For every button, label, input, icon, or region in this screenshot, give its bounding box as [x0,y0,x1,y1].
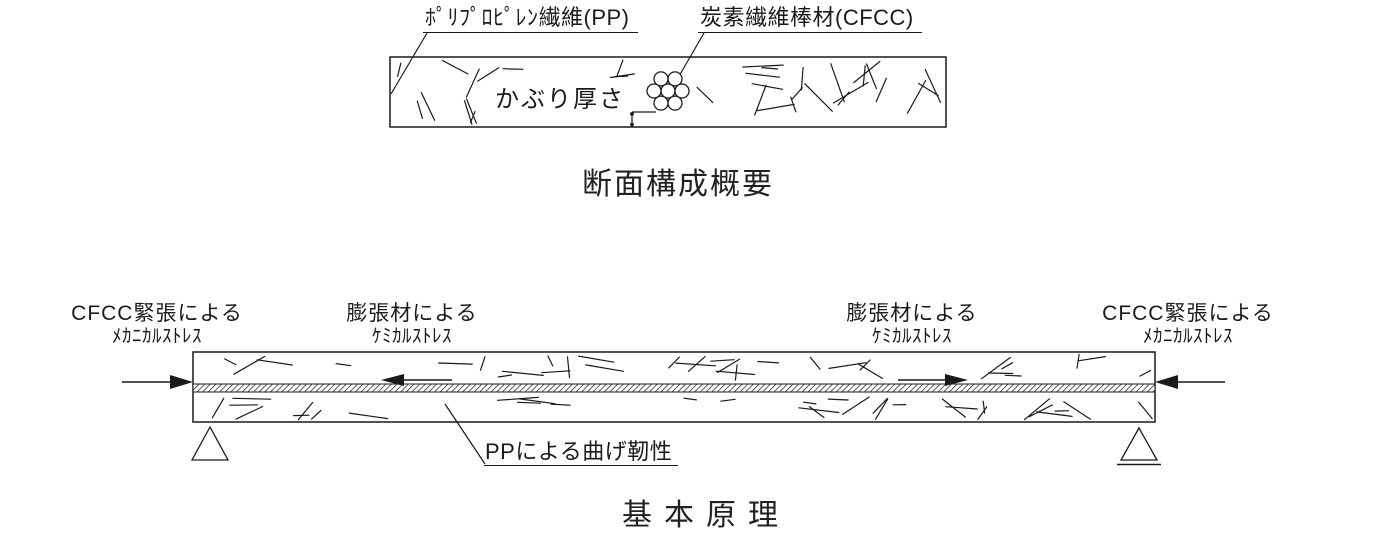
principle-figure-title: 基本原理 [622,499,790,532]
fiber-strokes-top [397,59,942,125]
cfcc-strand-circles [646,71,690,111]
stress-label-line1: CFCC緊張による [71,302,243,325]
stress-label-line1: 膨張材による [346,302,478,325]
fiber-strokes-bottom-upper [224,353,1152,381]
arrow-chemical-left [381,374,452,386]
support-pin-left [190,425,230,461]
fiber-strokes-bottom-lower [211,396,1153,421]
cfcc-rod-label: 炭素繊維棒材(CFCC) [698,4,922,33]
tendon-band [192,383,1156,393]
stress-label-expansion-left: 膨張材による ｹﾐｶﾙｽﾄﾚｽ [346,301,477,347]
pp-toughness-label: PPによる曲げ靭性 [484,438,679,466]
stress-label-cfcc-right: CFCC緊張による ﾒｶﾆｶﾙｽﾄﾚｽ [1102,301,1274,347]
arrow-mechanical-left [122,375,193,389]
support-roller-right [1117,426,1161,466]
stress-label-line2: ﾒｶﾆｶﾙｽﾄﾚｽ [1142,326,1234,347]
arrow-mechanical-right [1155,375,1225,389]
stress-label-line1: 膨張材による [846,302,978,325]
stress-label-line2: ｹﾐｶﾙｽﾄﾚｽ [871,326,952,347]
leader-line-pp-toughness [444,403,486,465]
stress-label-line2: ｹﾐｶﾙｽﾄﾚｽ [371,326,452,347]
cover-dimension-marker [630,111,656,127]
stress-label-expansion-right: 膨張材による ｹﾐｶﾙｽﾄﾚｽ [846,301,977,347]
stress-label-cfcc-left: CFCC緊張による ﾒｶﾆｶﾙｽﾄﾚｽ [71,301,243,347]
cover-thickness-label: かぶり厚さ [492,85,628,115]
leader-line-pp-fiber [390,32,428,95]
arrow-chemical-right [898,374,968,386]
stress-label-line1: CFCC緊張による [1102,302,1274,325]
pp-fiber-label: ﾎﾟﾘﾌﾟﾛﾋﾟﾚﾝ繊維(PP) [423,4,638,33]
section-figure-title: 断面構成概要 [582,168,774,201]
stress-label-line2: ﾒｶﾆｶﾙｽﾄﾚｽ [111,326,203,347]
